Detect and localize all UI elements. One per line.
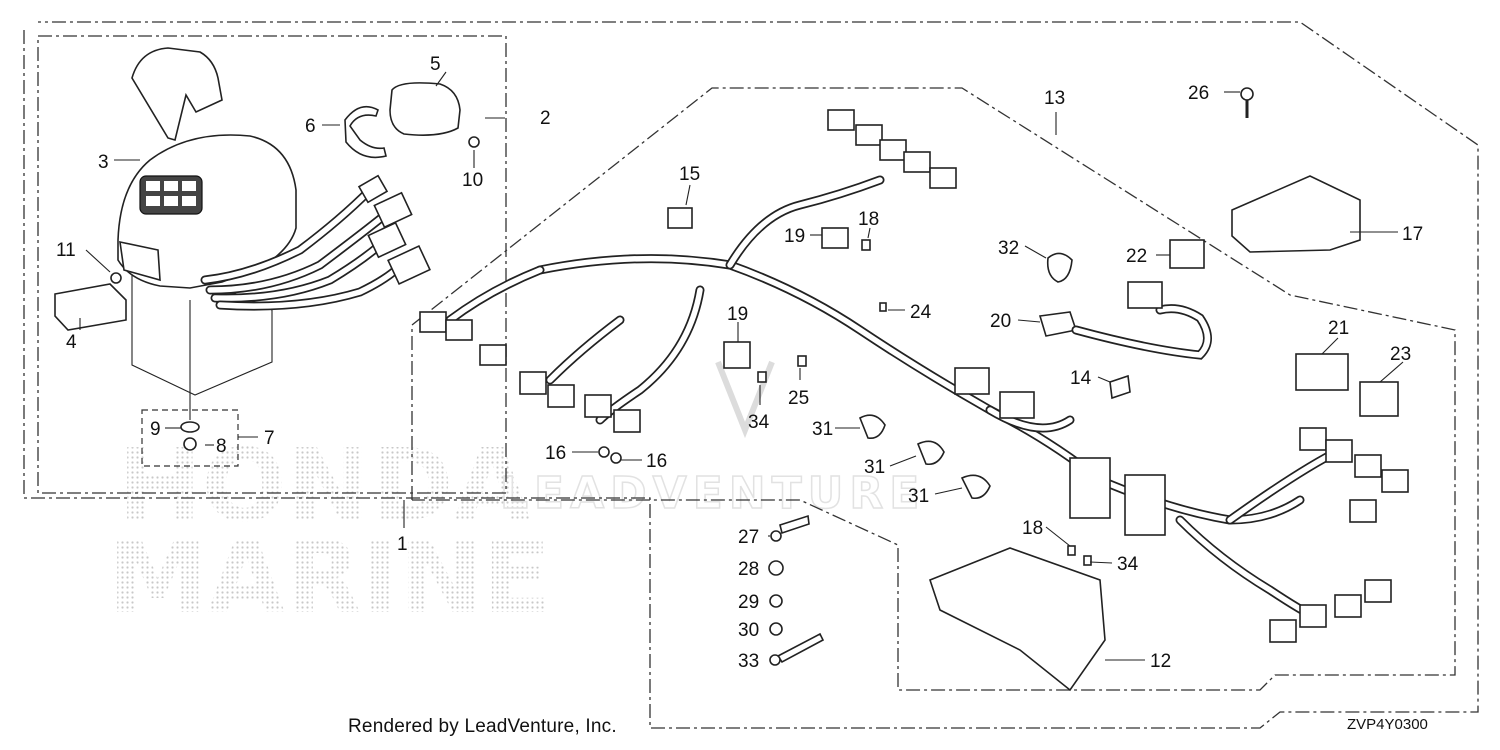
callout-33: 33 (738, 651, 759, 672)
part-28-nut (768, 560, 784, 576)
callout-8: 8 (216, 436, 227, 457)
control-side-cover (119, 240, 161, 282)
callout-5: 5 (430, 54, 441, 75)
leader-lines (79, 71, 1404, 661)
boundary-assembly (23, 21, 1479, 729)
part-26-bolt (1240, 87, 1254, 101)
control-small-parts (54, 82, 480, 451)
callout-18-b: 18 (1022, 518, 1043, 539)
boundary-control-box (37, 35, 507, 494)
group-boundaries (23, 21, 1479, 729)
callout-3: 3 (98, 152, 109, 173)
main-harness (419, 109, 1409, 643)
part-31-tie-c (960, 474, 991, 500)
part-29-washer (769, 594, 783, 608)
part-22-cap (1169, 239, 1205, 269)
control-lever (131, 47, 223, 141)
callout-34-b: 34 (1117, 554, 1139, 575)
part-27-bolt (779, 514, 810, 535)
callout-19-a: 19 (784, 226, 805, 247)
callout-17: 17 (1402, 224, 1423, 245)
callout-13: 13 (1044, 88, 1065, 109)
callout-31-b: 31 (864, 457, 885, 478)
callout-1: 1 (397, 534, 408, 555)
part-30-washer (769, 622, 783, 636)
part-23-cap (1359, 381, 1399, 417)
part-33-bolt (776, 632, 825, 664)
part-16-plug (598, 446, 610, 458)
callout-19-b: 19 (727, 304, 748, 325)
callouts: 1 2 3 4 5 6 7 8 9 10 11 12 13 14 15 16 1… (56, 54, 1423, 672)
callout-18-a: 18 (858, 209, 879, 230)
boundary-harness (411, 87, 1456, 691)
harness-connector (827, 109, 855, 131)
part-8-nut (183, 437, 197, 451)
watermark: HONDA MARINE LEADVENTURE (108, 360, 925, 636)
callout-14: 14 (1070, 368, 1092, 389)
part-10-screw (468, 136, 480, 148)
part-32-clamp (1046, 252, 1073, 283)
control-housing (117, 134, 297, 289)
part-11-screw (110, 272, 122, 284)
loose-parts (598, 87, 1399, 692)
part-34-pin-b (1083, 555, 1092, 566)
control-harness (200, 174, 431, 311)
part-17-ecu (1231, 175, 1361, 253)
part-21-connector (1295, 353, 1349, 391)
callout-10: 10 (462, 170, 483, 191)
callout-22: 22 (1126, 246, 1147, 267)
callout-31-a: 31 (812, 419, 833, 440)
callout-16-b: 16 (646, 451, 667, 472)
callout-2: 2 (540, 108, 551, 129)
part-20-sensor (1038, 311, 1078, 337)
rendered-by-text: Rendered by LeadVenture, Inc. (348, 716, 617, 737)
callout-26: 26 (1188, 83, 1209, 104)
callout-15: 15 (679, 164, 700, 185)
part-15-connector (667, 207, 693, 229)
part-18-pin (861, 239, 871, 251)
callout-9: 9 (150, 419, 161, 440)
callout-27: 27 (738, 527, 759, 548)
part-6-clip (344, 105, 387, 159)
part-19-connector-a (821, 227, 849, 249)
part-5-cover (389, 82, 461, 136)
callout-34-a: 34 (748, 412, 770, 433)
callout-30: 30 (738, 620, 759, 641)
part-4-cover (54, 283, 127, 331)
part-31-tie-a (858, 414, 886, 440)
callout-24: 24 (910, 302, 932, 323)
part-12-bracket (929, 547, 1106, 692)
callout-29: 29 (738, 592, 759, 613)
callout-7: 7 (264, 428, 275, 449)
part-14-connector (1109, 374, 1131, 400)
callout-4: 4 (66, 332, 77, 353)
callout-11: 11 (56, 240, 76, 261)
callout-12: 12 (1150, 651, 1171, 672)
part-31-tie-b (916, 440, 945, 466)
part-9-washer (180, 421, 200, 433)
part-18-pin-b (1067, 545, 1076, 556)
callout-28: 28 (738, 559, 759, 580)
callout-21: 21 (1328, 318, 1349, 339)
part-34-pin (757, 371, 767, 383)
callout-6: 6 (305, 116, 316, 137)
diagram-code: ZVP4Y0300 (1347, 716, 1428, 733)
callout-20: 20 (990, 311, 1011, 332)
callout-31-c: 31 (908, 486, 929, 507)
box-7 (141, 409, 239, 467)
callout-23: 23 (1390, 344, 1411, 365)
remote-control-box (117, 47, 297, 289)
callout-25: 25 (788, 388, 809, 409)
part-25-seal (797, 355, 807, 367)
callout-32: 32 (998, 238, 1019, 259)
part-19-connector-b (723, 341, 751, 369)
watermark-v-logo (715, 360, 775, 439)
callout-16-a: 16 (545, 443, 566, 464)
watermark-brand-bottom: MARINE (108, 519, 551, 636)
part-24-seal (879, 302, 887, 312)
watermark-dealer: LEADVENTURE (500, 468, 925, 519)
